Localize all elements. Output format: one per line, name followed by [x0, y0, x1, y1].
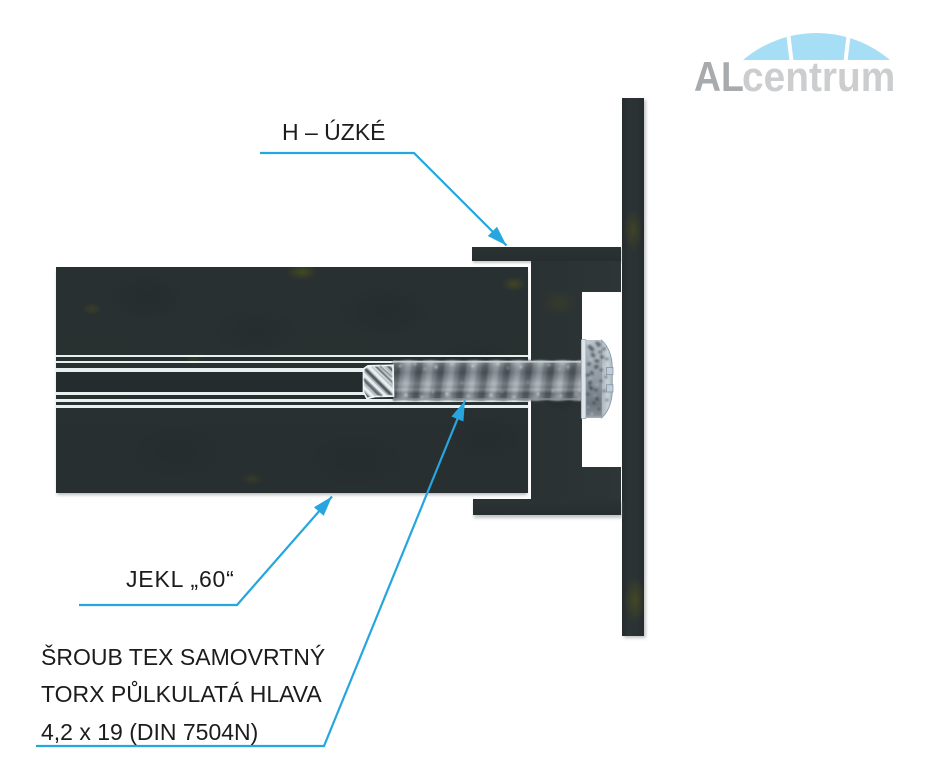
label-screw-line2: TORX PŮLKULATÁ HLAVA	[41, 681, 322, 708]
leader-screw	[36, 400, 467, 748]
logo-al: AL	[694, 53, 744, 100]
leader-h-profile	[260, 151, 508, 247]
leader-tube	[79, 495, 333, 607]
logo-centrum: centrum	[742, 53, 896, 100]
tube-section-line	[56, 405, 528, 409]
label-h-profile: H – ÚZKÉ	[282, 119, 386, 145]
logo-arch	[743, 32, 890, 62]
tube-section-line	[56, 391, 528, 395]
arrowhead-tube	[313, 496, 332, 516]
h-profile-top-flange	[472, 247, 621, 261]
arrowhead-screw	[451, 400, 465, 422]
screw-head	[580, 338, 614, 420]
tube-section-line	[56, 368, 528, 372]
screw-drill-tip	[362, 364, 395, 400]
tube-section-line	[56, 360, 528, 364]
label-screw-line1: ŠROUB TEX SAMOVRTNÝ	[41, 643, 326, 670]
tube-section-line	[56, 354, 528, 358]
label-screw-line3: 4,2 x 19 (DIN 7504N)	[41, 718, 259, 745]
vertical-post	[622, 98, 644, 636]
tube-section-line	[56, 399, 528, 402]
label-tube: JEKL „60“	[126, 565, 235, 592]
h-profile-bottom-flange	[472, 499, 621, 515]
label-screw: ŠROUB TEX SAMOVRTNÝ TORX PŮLKULATÁ HLAVA 4…	[41, 639, 325, 752]
screw-shaft	[393, 360, 582, 401]
arrowhead-h-profile	[487, 226, 507, 246]
tex-screw	[362, 338, 614, 420]
